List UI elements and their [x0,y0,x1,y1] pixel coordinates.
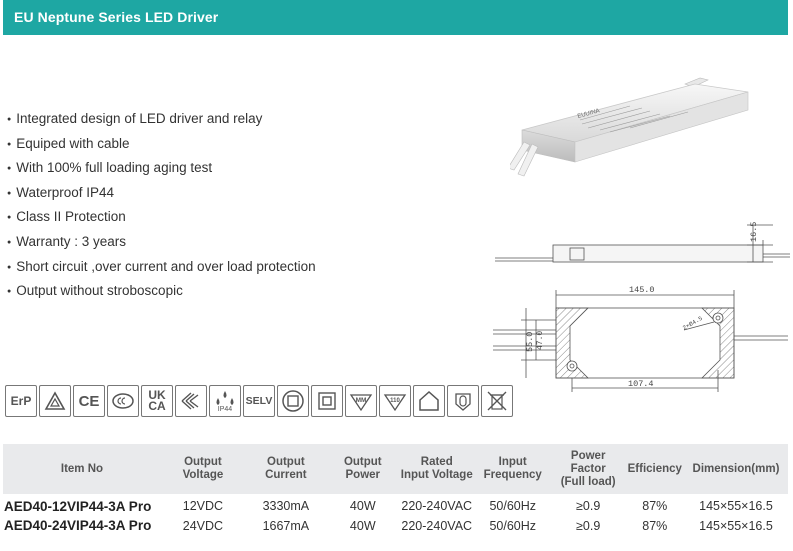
length-dimension-label: 145.0 [629,285,655,295]
current-cell: 1667mA [262,518,310,533]
svg-text:MM: MM [356,397,367,404]
power-factor-cell: ≥0.9 [576,499,601,513]
mm-thermal-icon: MM [345,385,377,417]
hole-spacing-dimension-label: 107.4 [628,379,654,389]
current-cell: 3330mA [262,499,310,513]
emc-icon [175,385,207,417]
class-ii-double-square-icon [277,385,309,417]
dimension-cell: 145×55×16.5 [699,518,773,533]
power-cell: 40W [349,518,376,533]
feature-item: Equiped with cable [7,132,316,157]
top-view-drawing: 145.0 107.4 55.0 47.0 2×Ø4.5 [493,285,788,392]
column-header: Item No [3,444,161,494]
input-voltage-cell: 220-240VAC [401,499,473,513]
page-title: EU Neptune Series LED Driver [14,9,219,25]
power-factor-cell: ≥0.9 [576,518,601,533]
dimension-cell: 145×55×16.5 [699,499,773,513]
feature-item: Class II Protection [7,205,316,230]
svg-text:110: 110 [390,398,400,404]
feature-item: Warranty : 3 years [7,230,316,255]
efficiency-cell: 87% [642,499,668,513]
column-header: Dimension(mm) [683,444,788,494]
certification-icons: ErP CE UK CA IP44 SELV MM 110 [5,385,513,419]
feature-item: Output without stroboscopic [7,279,316,304]
side-view-drawing: 16.5 [495,222,790,263]
inner-dimension-label: 47.0 [536,331,545,350]
height-dimension-label: 16.5 [749,222,759,242]
column-header: Efficiency [625,444,684,494]
model-cell: AED40-24VIP44-3A Pro [4,518,152,533]
title-banner: EU Neptune Series LED Driver [3,0,788,35]
voltage-cell: 24VDC [182,518,224,533]
frequency-cell: 50/60Hz [489,499,536,513]
feature-item: With 100% full loading aging test [7,156,316,181]
ccc-icon [107,385,139,417]
product-photo: EUUINA [510,77,749,177]
efficiency-cell: 87% [642,518,668,533]
feature-list: Integrated design of LED driver and rela… [7,107,316,304]
table-row: AED40-24VIP44-3A Pro 24VDC 1667mA 40W 22… [3,515,788,536]
class-ii-square-icon [311,385,343,417]
power-cell: 40W [349,499,376,513]
indoor-use-icon [413,385,445,417]
frequency-cell: 50/60Hz [489,518,536,533]
voltage-cell: 12VDC [182,499,224,513]
width-dimension-label: 55.0 [525,332,535,352]
weee-bin-icon [481,385,513,417]
temperature-110-icon: 110 [379,385,411,417]
ce-icon: CE [73,385,105,417]
input-voltage-cell: 220-240VAC [401,518,473,533]
ukca-icon: UK CA [141,385,173,417]
ip44-icon: IP44 [209,385,241,417]
column-header: Power Factor(Full load) [550,444,626,494]
feature-item: Short circuit ,over current and over loa… [7,255,315,280]
svg-text:EUUINA: EUUINA [577,108,600,120]
selv-icon: SELV [243,385,275,417]
model-cell: AED40-12VIP44-3A Pro [4,498,152,514]
feature-item: Waterproof IP44 [7,181,316,206]
feature-item: Integrated design of LED driver and rela… [7,107,316,132]
fuse-icon [447,385,479,417]
erp-icon: ErP [5,385,37,417]
table-row: AED40-12VIP44-3A Pro 12VDC 3330mA 40W 22… [3,494,788,515]
vde-triangle-icon [39,385,71,417]
